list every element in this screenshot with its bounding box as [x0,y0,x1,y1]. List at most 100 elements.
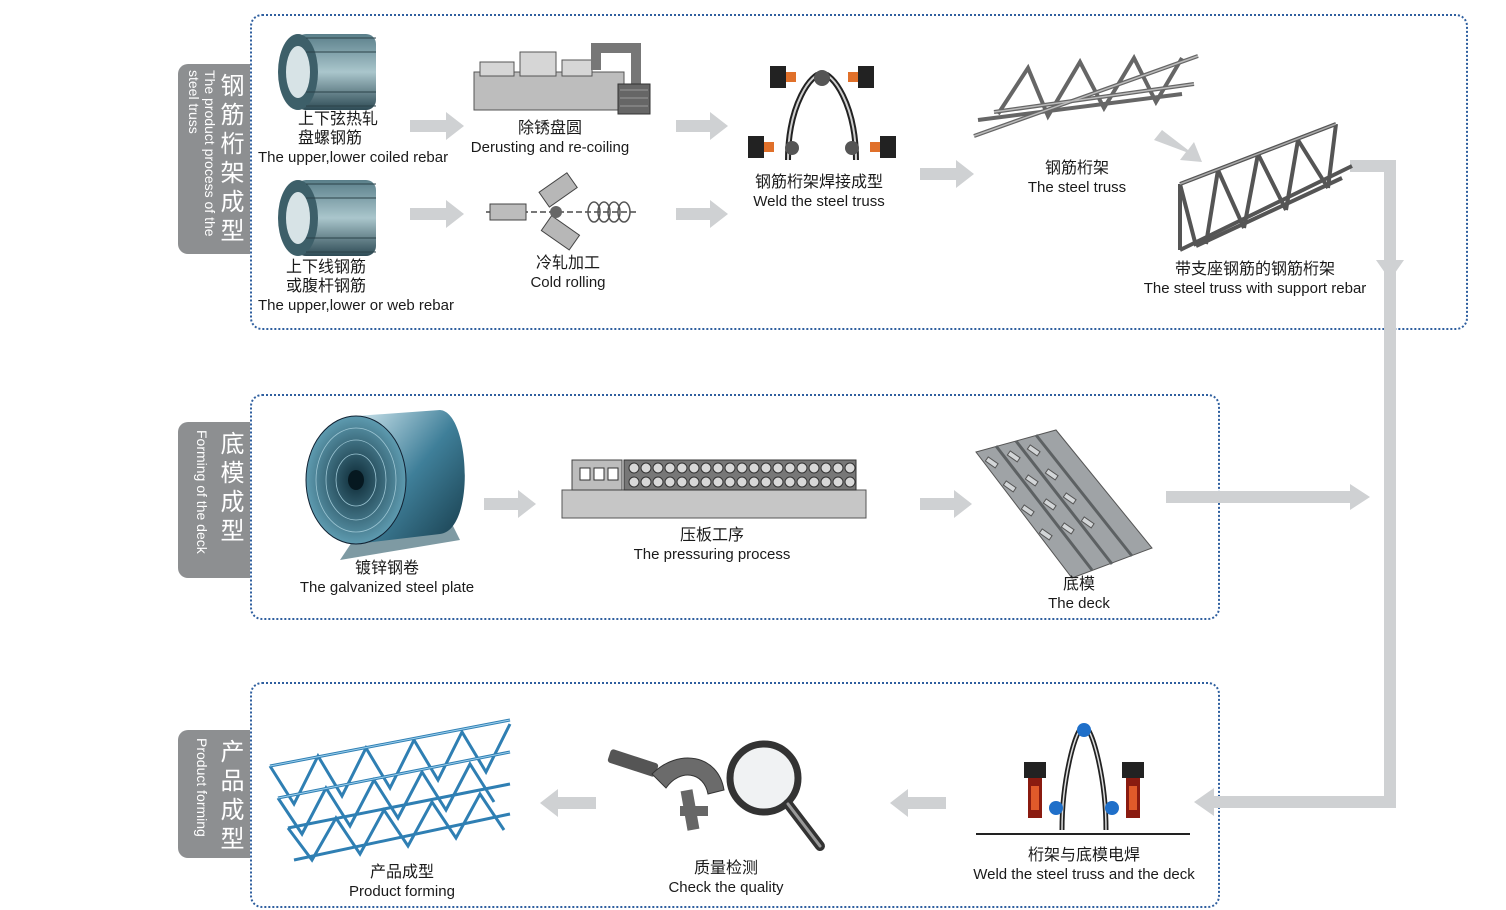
roller-icon [700,462,712,474]
arrow-icon [920,490,972,518]
arrow-icon [484,490,536,518]
roller-icon [736,476,748,488]
step-label-zh: 压板工序 [679,527,744,544]
step-label-en: The steel truss with support rebar [1143,280,1367,297]
roller-icon [664,462,676,474]
arrow-icon [410,200,464,228]
step-label-zh: 带支座钢筋的钢筋桁架 [1174,261,1335,278]
section-title-zh: 钢筋桁架成型 [220,73,246,245]
deck-plate-icon [975,429,1153,579]
step-label-en: Derusting and re-coiling [470,139,630,156]
roller-icon [796,462,808,474]
step-label-en: Check the quality [668,879,784,896]
truss-process-panel [250,14,1468,330]
step-label-weld-truss: 钢筋桁架焊接成型 Weld the steel truss [736,173,902,211]
step-label-truss-support: 带支座钢筋的钢筋桁架 The steel truss with support … [1130,260,1380,298]
step-label-zh: 产品成型 [369,864,434,881]
section-tab-product: 产品成型 Product forming [178,730,250,858]
derusting-machine-icon [473,43,651,115]
roller-icon [772,462,784,474]
roller-icon [760,476,772,488]
step-label-steel-truss: 钢筋桁架 The steel truss [1012,159,1142,197]
roller-icon [820,462,832,474]
roller-icon [700,476,712,488]
roller-icon [820,476,832,488]
coil-icon [278,180,376,256]
roller-icon [736,462,748,474]
step-label-zh: 钢筋桁架 [1044,160,1109,177]
step-label-en: The galvanized steel plate [299,579,475,596]
step-label-en: The steel truss [1027,179,1127,196]
arrow-icon [1154,130,1202,162]
magnifier-caliper-icon [607,740,825,851]
product-forming-panel [250,682,1220,908]
step-label-en: The upper,lower or web rebar [258,297,454,314]
roller-icon [640,462,652,474]
roller-icon [832,476,844,488]
step-label-deck: 底模 The deck [1034,575,1124,613]
step-label-quality: 质量检测 Check the quality [656,859,796,897]
roller-icon [748,462,760,474]
step-label-galvanized: 镀锌钢卷 The galvanized steel plate [284,559,490,597]
roller-icon [784,462,796,474]
roller-icon [652,462,664,474]
roller-icon [832,462,844,474]
roller-icon [712,462,724,474]
arrow-icon [676,112,728,140]
roller-icon [640,476,652,488]
press-machine-icon [561,459,867,519]
step-label-en: The upper,lower coiled rebar [258,149,449,166]
step-label-product: 产品成型 Product forming [334,863,470,901]
section-title-en: Product forming [194,738,210,837]
section-tab-truss: 钢筋桁架成型 The product process of the steel … [178,64,250,254]
step-label-zh: 上下线钢筋 或腹杆钢筋 [286,259,367,295]
welding-icon [976,723,1190,835]
roller-icon [772,476,784,488]
step-label-en: Cold rolling [530,274,606,291]
welding-icon [748,66,896,161]
arrow-icon [540,789,596,817]
step-label-web-rebar: 上下线钢筋 或腹杆钢筋 The upper,lower or web rebar [258,258,478,315]
step-label-en: Product forming [349,883,455,900]
roller-icon [760,462,772,474]
roller-icon [652,476,664,488]
roller-icon [796,476,808,488]
arrow-icon [890,789,946,817]
step-label-zh: 镀锌钢卷 [354,560,419,577]
roller-icon [664,476,676,488]
roller-icon [724,476,736,488]
arrow-icon [920,160,974,188]
section-title-en: Forming of the deck [194,430,210,554]
step-label-zh: 钢筋桁架焊接成型 [754,174,883,191]
roller-icon [808,476,820,488]
deck-forming-panel [250,394,1220,620]
step-label-zh: 质量检测 [693,860,758,877]
step-label-en: Weld the steel truss [753,193,885,210]
section-title-en: The product process of the steel truss [186,70,218,237]
roller-icon [724,462,736,474]
roller-icon [712,476,724,488]
roller-icon [748,476,760,488]
arrow-icon [410,112,464,140]
roller-icon [688,462,700,474]
step-label-zh: 上下弦热轧 盘螺钢筋 [298,111,379,147]
step-label-en: Weld the steel truss and the deck [973,866,1195,883]
step-label-en: The pressuring process [633,546,791,563]
roller-icon [628,476,640,488]
section-title-zh: 产品成型 [220,739,246,853]
roller-icon [688,476,700,488]
roller-icon [844,476,856,488]
coil-icon [278,34,376,110]
steel-truss-icon [1178,122,1353,252]
roller-icon [628,462,640,474]
step-label-weld-deck: 桁架与底模电焊 Weld the steel truss and the dec… [956,846,1212,884]
step-label-pressuring: 压板工序 The pressuring process [622,526,802,564]
product-truss-icon [268,718,512,863]
arrow-icon [676,200,728,228]
step-label-en: The deck [1048,595,1110,612]
step-label-derusting: 除锈盘圆 Derusting and re-coiling [460,119,640,157]
steel-truss-icon [973,53,1199,138]
coil-roll-icon [305,410,465,560]
step-label-zh: 底模 [1062,576,1095,593]
